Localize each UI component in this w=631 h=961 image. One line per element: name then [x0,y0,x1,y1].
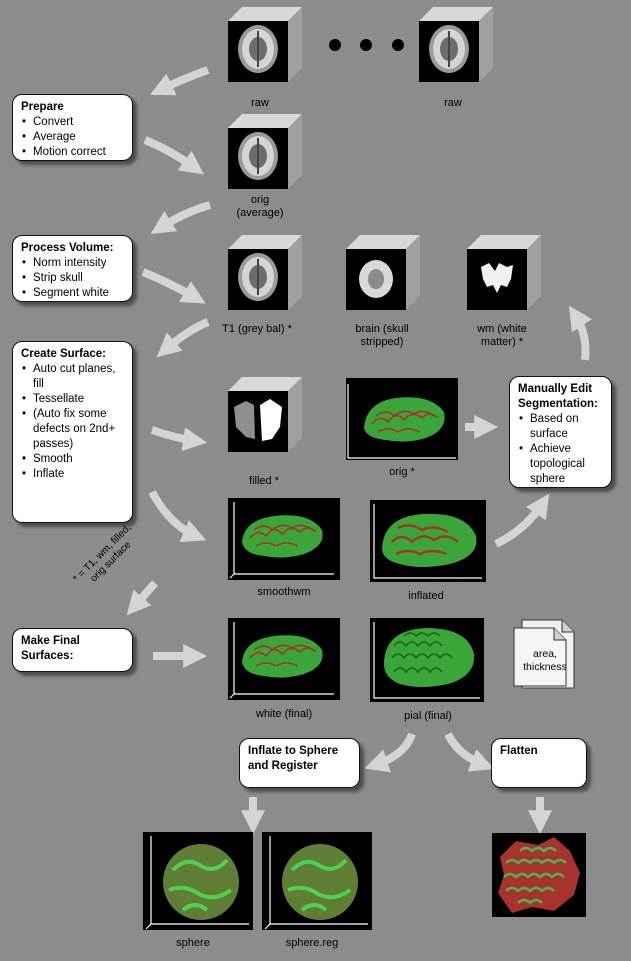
arrow-pial-to-sphere [364,732,416,773]
ellipsis-dots [329,39,404,51]
white-matter-slice [481,263,513,293]
create-surface-step-box: Create Surface: Auto cut planes, fill Te… [12,341,133,523]
wm-volume [467,235,541,310]
flatten-title: Flatten [500,745,538,757]
orig-surface-caption: orig * [389,466,415,478]
raw-2-caption: raw [444,97,462,109]
list-item: Achieve topological sphere [519,442,603,487]
wm-caption: wm (white matter) * [477,323,527,348]
raw-volume-2 [419,7,493,82]
list-item: Auto cut planes, fill [22,362,124,392]
flat-map-render [492,833,586,917]
list-item: Average [22,130,124,145]
flatten-step-box: Flatten [491,738,587,788]
arrow-inflated-to-manual [494,493,550,548]
coronal-mri-slice [238,253,278,301]
inflated-caption: inflated [408,590,444,602]
arrow-create-to-smoothwm [148,490,207,543]
raw-1-caption: raw [251,97,269,109]
coronal-mri-slice [238,25,278,73]
white-surface-render [228,618,340,700]
arrow-manual-to-wm [568,305,593,361]
inflated-surface-render [370,500,486,582]
list-item: (Auto fix some defects on 2nd+ passes) [22,407,124,452]
make-final-step-box: Make Final Surfaces: [12,628,133,672]
orig-volume [228,114,302,189]
list-item: Norm intensity [22,256,124,271]
pial-caption: pial (final) [404,710,452,722]
inflate-sphere-title: Inflate to Sphere and Register [248,745,339,772]
t1-caption: T1 (grey bal) * [222,323,292,335]
list-item: Motion correct [22,145,124,160]
raw-volume-1 [228,7,302,82]
manual-edit-step-box: Manually Edit Segmentation: Based on sur… [509,376,612,488]
sphere-caption: sphere [176,937,210,949]
process-volume-title: Process Volume: [21,242,114,254]
brain-volume [346,235,420,310]
sphere-render [143,832,253,930]
manual-edit-title: Manually Edit Segmentation: [518,383,598,410]
prepare-step-box: Prepare Convert Average Motion correct [12,94,133,161]
arrow-orig-to-process [150,201,212,235]
arrow-raw-to-prepare [149,66,210,96]
list-item: Segment white [22,286,124,301]
coronal-mri-slice [429,25,469,73]
smoothwm-caption: smoothwm [257,586,311,598]
sphere-reg-caption: sphere.reg [285,937,339,949]
process-volume-step-box: Process Volume: Norm intensity Strip sku… [12,235,133,302]
sphere-reg-render [262,832,372,930]
list-item: Smooth [22,452,124,467]
list-item: Convert [22,115,124,130]
create-surface-list: Auto cut planes, fill Tessellate (Auto f… [21,362,124,482]
create-surface-title: Create Surface: [21,348,107,360]
inflate-sphere-step-box: Inflate to Sphere and Register [239,738,360,788]
arrow-create-to-filled [150,426,208,452]
prepare-list: Convert Average Motion correct [21,115,124,160]
filled-volume [228,377,302,452]
filled-caption: filled * [249,475,279,487]
arrow-pial-to-flatten [444,732,495,772]
brain-caption: brain (skull stripped) [355,323,409,348]
arrow-process-to-t1 [141,268,206,304]
document-label: area, thickness [523,648,567,673]
arrow-t1-to-create [156,318,210,358]
pial-surface-render [370,618,484,702]
process-volume-list: Norm intensity Strip skull Segment white [21,256,124,301]
white-caption: white (final) [255,708,313,720]
list-item: Strip skull [22,271,124,286]
arrow-note-to-makefinal [126,580,159,616]
list-item: Inflate [22,467,124,482]
orig-surface-render [346,378,458,460]
list-item: Based on surface [519,412,603,442]
document-stack-icon [513,619,575,689]
prepare-title: Prepare [21,101,64,113]
smoothwm-surface-render [228,498,340,580]
make-final-title: Make Final Surfaces: [21,635,80,662]
t1-volume [228,235,302,310]
coronal-mri-slice [238,132,278,180]
list-item: Tessellate [22,392,124,407]
manual-edit-list: Based on surface Achieve topological sph… [518,412,603,487]
filled-slice [234,399,282,441]
skull-stripped-slice [359,260,393,298]
arrow-prepare-to-orig [143,136,205,175]
orig-average-caption: orig (average) [236,194,284,219]
